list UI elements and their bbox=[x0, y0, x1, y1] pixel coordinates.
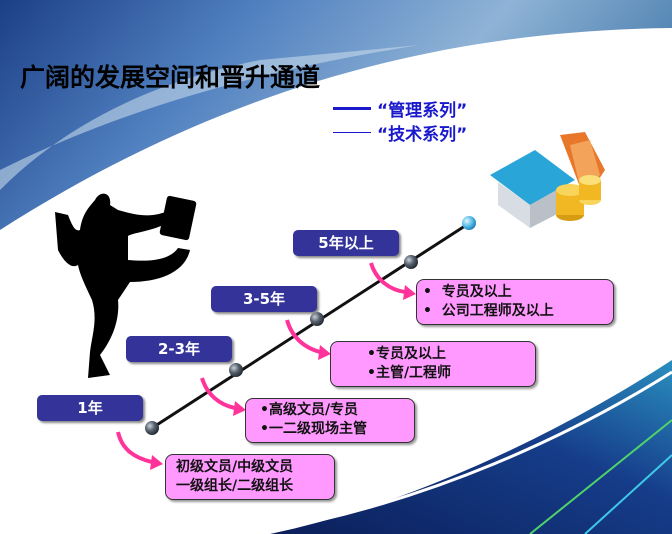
curved-arrow-icon bbox=[200, 377, 236, 410]
curved-arrow-icon bbox=[369, 262, 406, 294]
money-house-icon bbox=[490, 132, 605, 228]
position-item: 初级文员/中级文员 bbox=[176, 459, 294, 475]
top-swoosh bbox=[0, 0, 672, 230]
position-item: • 专员及以上 bbox=[423, 284, 512, 300]
position-item: •主管/工程师 bbox=[367, 365, 452, 381]
position-item: • 公司工程师及以上 bbox=[423, 303, 554, 319]
stage-tag-4: 5年以上 bbox=[293, 230, 399, 256]
stage-box-3: •专员及以上 •主管/工程师 bbox=[330, 341, 536, 387]
legend-label: “技术系列” bbox=[377, 125, 468, 145]
stage-box-2: •高级文员/专员 •一二级现场主管 bbox=[245, 398, 415, 443]
position-item: 一级组长/二级组长 bbox=[176, 478, 294, 494]
page-title: 广阔的发展空间和晋升通道 bbox=[20, 63, 321, 92]
legend-line-thin bbox=[333, 132, 371, 133]
milestone-dot bbox=[229, 363, 243, 377]
jumping-businessman-silhouette bbox=[55, 193, 197, 378]
legend-management: “管理系列” bbox=[333, 96, 467, 121]
legend-line-thick bbox=[333, 107, 371, 110]
curved-arrow-icon bbox=[116, 431, 153, 464]
bottom-corner bbox=[270, 360, 672, 534]
stage-box-1: 初级文员/中级文员 一级组长/二级组长 bbox=[165, 454, 335, 500]
legend-label: “管理系列” bbox=[377, 101, 468, 121]
milestone-dot bbox=[145, 421, 159, 435]
stage-tag-2: 2-3年 bbox=[126, 336, 232, 362]
position-item: •高级文员/专员 bbox=[260, 402, 359, 418]
stage-tag-1: 1年 bbox=[37, 395, 143, 421]
stage-tag-3: 3-5年 bbox=[211, 286, 317, 312]
curved-arrow-icon bbox=[285, 319, 321, 354]
legend-technical: “技术系列” bbox=[333, 120, 467, 145]
milestone-dot-top bbox=[462, 216, 476, 230]
position-item: •一二级现场主管 bbox=[260, 421, 367, 437]
stage-box-4: • 专员及以上 • 公司工程师及以上 bbox=[416, 279, 614, 325]
position-item: •专员及以上 bbox=[367, 346, 446, 362]
pink-arrows bbox=[116, 262, 406, 464]
milestone-dot bbox=[404, 255, 418, 269]
milestone-dot bbox=[310, 312, 324, 326]
